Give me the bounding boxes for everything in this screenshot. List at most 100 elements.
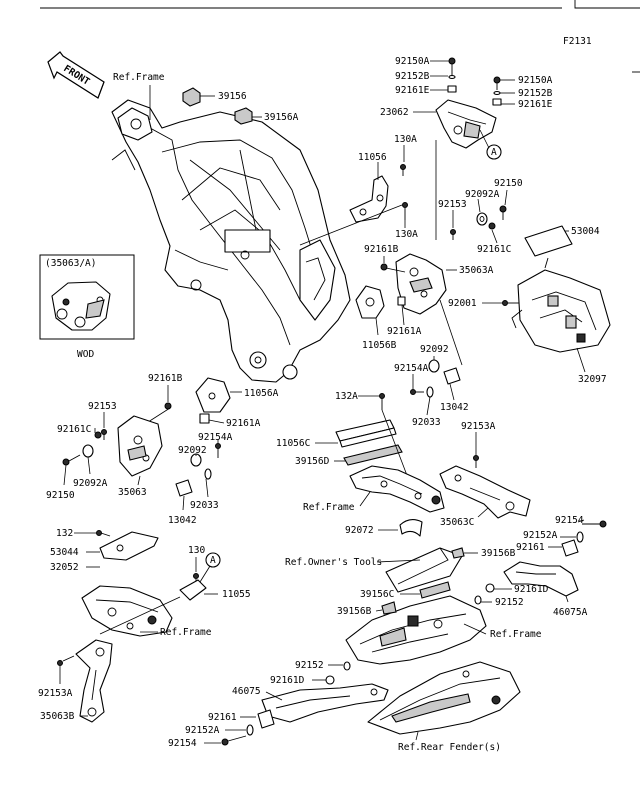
nut-92161a-l xyxy=(199,413,210,424)
label-92153-r: 92153 xyxy=(438,199,467,210)
bolt-92150a-left xyxy=(447,57,457,93)
label-rear-fender: Ref.Rear Fender(s) xyxy=(398,742,501,753)
bolt-92150-r xyxy=(499,205,507,220)
label-92150a-1: 92150A xyxy=(395,56,430,67)
label-35063b: 35063B xyxy=(40,711,75,722)
label-46075a: 46075A xyxy=(553,607,588,618)
label-39156a-top: 39156A xyxy=(264,112,299,123)
label-ref-frame-mid: Ref.Frame xyxy=(303,502,355,513)
label-92150-r: 92150 xyxy=(494,178,523,189)
label-92092-r: 92092 xyxy=(420,344,449,355)
washer-92152-r xyxy=(474,595,482,605)
bolt-92153-r xyxy=(450,229,456,240)
label-13042-r: 13042 xyxy=(440,402,469,413)
leader-35063 xyxy=(137,475,141,486)
leader-92161a-l xyxy=(208,419,225,424)
bolt-92154-r xyxy=(582,520,607,528)
leader-marker-a-top xyxy=(479,129,490,149)
bolt-92001 xyxy=(502,300,520,306)
label-92152b-1: 92152B xyxy=(395,71,430,82)
washer-92033-l xyxy=(204,468,212,480)
collar-92092a-l xyxy=(82,444,94,458)
leader-92033-l xyxy=(205,478,209,498)
bolt-92153-l xyxy=(101,429,107,440)
bracket-32052 xyxy=(81,585,173,637)
pad-39156d xyxy=(343,444,403,466)
label-11055: 11055 xyxy=(222,589,251,600)
label-39156b-1: 39156B xyxy=(481,548,516,559)
label-92153a-l: 92153A xyxy=(38,688,73,699)
label-92161e-2: 92161E xyxy=(518,99,553,110)
label-92033-r: 92033 xyxy=(412,417,441,428)
stay-11056c xyxy=(335,419,397,448)
marker-a-low-label: A xyxy=(210,555,216,566)
label-92154a-l: 92154A xyxy=(198,432,233,443)
label-92150-l: 92150 xyxy=(46,490,75,501)
leader-92161c-r xyxy=(491,229,498,244)
label-92154-r: 92154 xyxy=(555,515,584,526)
label-92153a-r: 92153A xyxy=(461,421,496,432)
label-92152a-l: 92152A xyxy=(185,725,220,736)
bracket-35063 xyxy=(117,415,163,477)
nut-92161c-l xyxy=(94,431,102,439)
label-92152b-2: 92152B xyxy=(518,88,553,99)
collar-92161-r xyxy=(561,539,579,557)
label-39156: 39156 xyxy=(218,91,247,102)
label-46075: 46075 xyxy=(232,686,261,697)
leader-35063c xyxy=(477,507,489,518)
bolt-130a-2 xyxy=(402,202,408,220)
nut-92161d-l xyxy=(325,675,335,685)
label-92161c-r: 92161C xyxy=(477,244,511,255)
washer-92033-r xyxy=(426,386,434,398)
label-92152-l: 92152 xyxy=(295,660,324,671)
label-owners-tools: Ref.Owner's Tools xyxy=(285,557,382,568)
label-92001: 92001 xyxy=(448,298,477,309)
leader-92033-r xyxy=(426,396,431,416)
leader-35063a-axis xyxy=(385,267,406,273)
leader-footrest-axis-r xyxy=(439,299,463,366)
label-130a-2: 130A xyxy=(395,229,418,240)
leader-13042-l xyxy=(182,495,185,511)
nut-92161d-r xyxy=(485,583,495,593)
sheet-53004 xyxy=(524,225,573,257)
bracket-11056b xyxy=(355,285,385,319)
label-92153-l: 92153 xyxy=(88,401,117,412)
label-ref-frame-top: Ref.Frame xyxy=(113,72,165,83)
label-92150a-2: 92150A xyxy=(518,75,553,86)
bracket-23062 xyxy=(435,99,497,149)
inset-caption: WOD xyxy=(77,349,94,360)
label-13042-l: 13042 xyxy=(168,515,197,526)
bushing-13042-r xyxy=(443,367,461,385)
label-130a-1: 130A xyxy=(394,134,417,145)
label-92152-r: 92152 xyxy=(495,597,524,608)
leader-ref-frame-mid xyxy=(359,491,371,507)
label-92161b-r: 92161B xyxy=(364,244,399,255)
bolt-92153a-r xyxy=(473,455,479,468)
leader-92092a-l xyxy=(87,456,91,475)
label-32097: 32097 xyxy=(578,374,607,385)
figure-code: F2131 xyxy=(563,36,592,47)
leader-owners-tools xyxy=(376,559,421,563)
marker-a-top-label: A xyxy=(491,147,497,158)
footrest-35063c xyxy=(439,465,531,519)
owners-tools-pouch xyxy=(385,547,463,593)
marker-a-low xyxy=(205,552,221,568)
bushing-13042-l xyxy=(175,479,193,497)
label-92161a-l: 92161A xyxy=(226,418,261,429)
label-92161e-1: 92161E xyxy=(395,85,430,96)
label-39156d: 39156D xyxy=(295,456,330,467)
stay-11055 xyxy=(179,579,207,601)
leader-frame-mount-1 xyxy=(299,204,403,246)
label-35063: 35063 xyxy=(118,487,147,498)
bracket-11056a xyxy=(195,377,231,413)
front-arrow-badge: FRONT xyxy=(47,51,105,99)
marker-a-top xyxy=(486,144,502,160)
label-92072: 92072 xyxy=(345,525,374,536)
pad-39156b-1 xyxy=(451,547,465,559)
label-32052: 32052 xyxy=(50,562,79,573)
label-53004: 53004 xyxy=(571,226,600,237)
washer-92152-l xyxy=(343,661,351,671)
label-92161a-r: 92161A xyxy=(387,326,422,337)
leader-axis-lower-left xyxy=(99,596,181,635)
